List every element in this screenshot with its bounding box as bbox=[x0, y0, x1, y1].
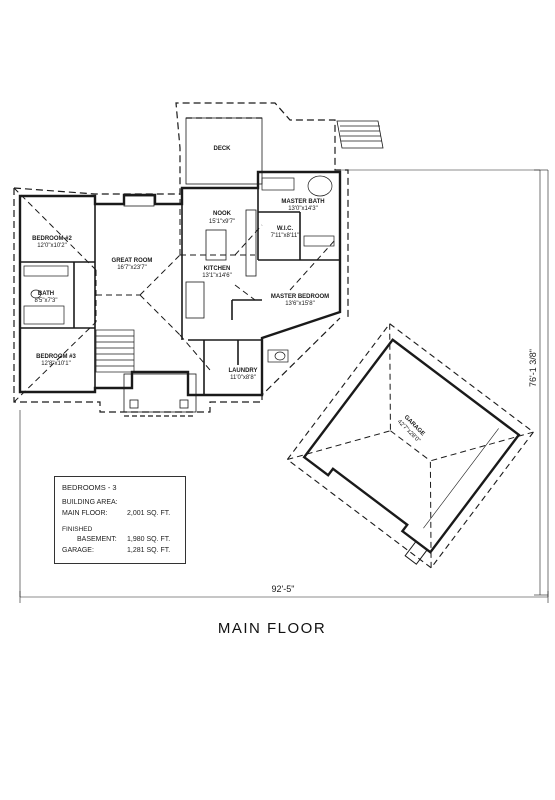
bedroom2-label: BEDROOM #2 bbox=[32, 236, 72, 242]
dimension-width-line bbox=[19, 170, 549, 603]
bedroom3-dims: 12'8"x10'1" bbox=[41, 361, 71, 367]
nook-label: NOOK bbox=[213, 211, 232, 217]
kitchen-counter bbox=[245, 209, 257, 277]
basement-value: 1,980 SQ. FT. bbox=[127, 536, 171, 543]
laundry-label: LAUNDRY bbox=[228, 368, 257, 374]
main-floor-value: 2,001 SQ. FT. bbox=[127, 510, 171, 517]
deck-label: DECK bbox=[213, 146, 231, 152]
garage-area-label: GARAGE: bbox=[62, 547, 94, 554]
deck-stairs bbox=[336, 120, 384, 149]
garage-area-value: 1,281 SQ. FT. bbox=[127, 547, 171, 554]
dimension-depth-line bbox=[340, 169, 548, 596]
basement-label: BASEMENT: bbox=[77, 536, 117, 543]
building-area-heading: BUILDING AREA: bbox=[62, 499, 118, 506]
nook-dims: 15'1"x9'7" bbox=[209, 219, 235, 225]
roof-outline-left bbox=[13, 188, 341, 413]
kitchen-label: KITCHEN bbox=[204, 266, 231, 272]
laundry-dims: 11'0"x8'8" bbox=[230, 375, 256, 381]
building-info-box: BEDROOMS - 3 BUILDING AREA: MAIN FLOOR: … bbox=[54, 476, 186, 564]
main-floor-label: MAIN FLOOR: bbox=[62, 510, 108, 517]
great-room-dims: 16'7"x23'7" bbox=[117, 265, 147, 271]
roof-hip-lines bbox=[13, 187, 336, 403]
front-porch bbox=[123, 373, 197, 417]
bedroom3-label: BEDROOM #3 bbox=[36, 354, 76, 360]
great-room-label: GREAT ROOM bbox=[112, 258, 153, 264]
master-bath-label: MASTER BATH bbox=[281, 199, 324, 205]
deck-outline bbox=[185, 117, 263, 185]
bedroom2-dims: 12'0"x10'2" bbox=[37, 243, 67, 249]
wic-dims: 7'11"x8'11" bbox=[271, 233, 300, 239]
page-title: MAIN FLOOR bbox=[218, 620, 326, 637]
finished-label: FINISHED bbox=[62, 526, 93, 533]
master-bath-dims: 13'0"x14'3" bbox=[288, 206, 318, 212]
kitchen-dims: 13'1"x14'6" bbox=[202, 273, 232, 279]
bath-dims: 8'5"x7'3" bbox=[35, 298, 58, 304]
width-dimension-text: 92'-5" bbox=[272, 584, 295, 594]
garage bbox=[286, 322, 535, 569]
kitchen-island bbox=[205, 229, 227, 261]
bath-label: BATH bbox=[38, 291, 54, 297]
master-bedroom-label: MASTER BEDROOM bbox=[271, 294, 329, 300]
fireplace bbox=[123, 195, 155, 207]
depth-dimension-text: 76'-1 3/8" bbox=[528, 349, 538, 387]
master-bedroom-dims: 13'6"x15'8" bbox=[285, 301, 315, 307]
interior-walls bbox=[20, 188, 340, 395]
great-room-stair bbox=[95, 329, 135, 373]
wic-label: W.I.C. bbox=[277, 226, 294, 232]
pantry-counter bbox=[185, 281, 205, 319]
bedrooms-count: BEDROOMS - 3 bbox=[62, 483, 117, 492]
